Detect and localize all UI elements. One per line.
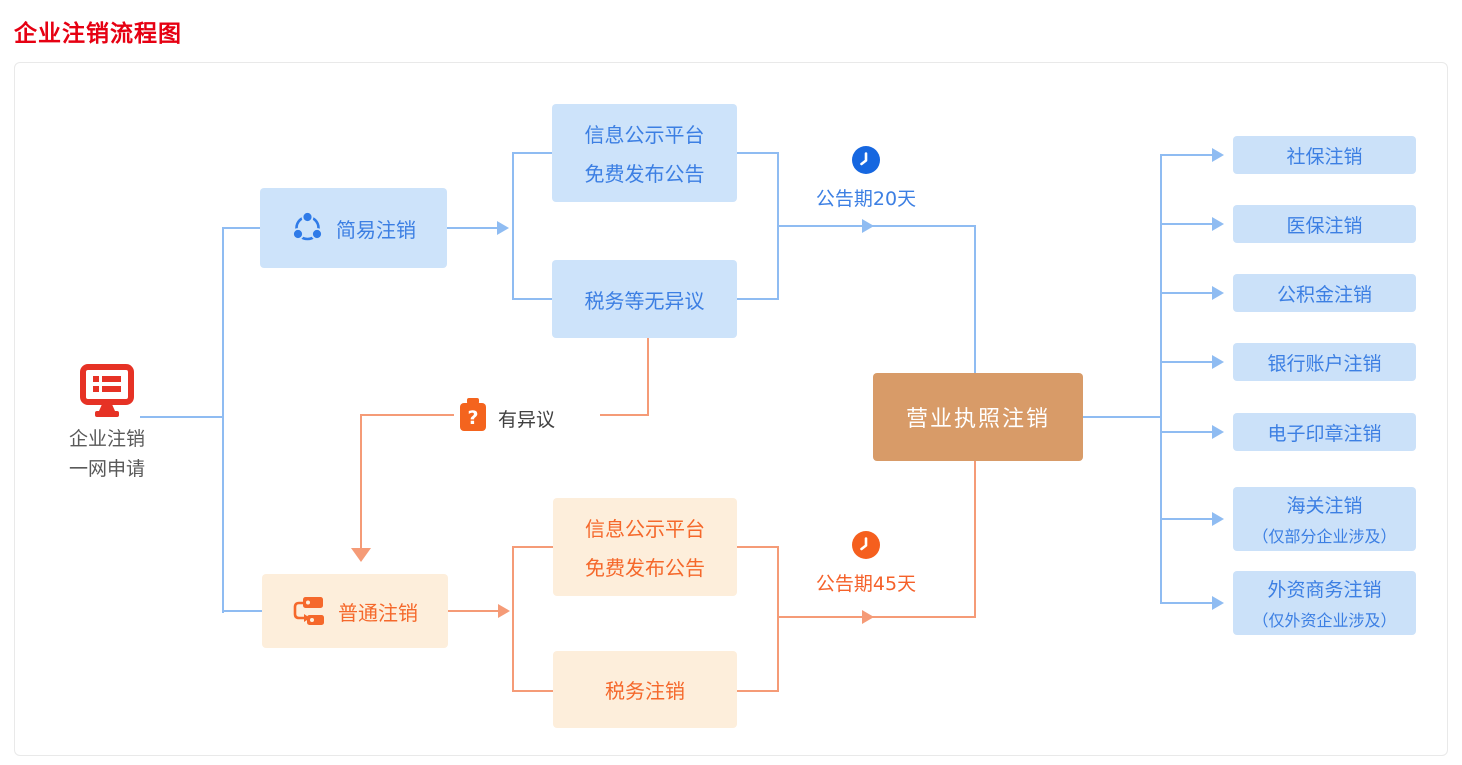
connector (447, 227, 497, 229)
arrow-right-icon (498, 604, 510, 618)
connector (512, 152, 514, 300)
connector (974, 225, 976, 373)
arrow-right-icon (1212, 425, 1224, 439)
publicity-period-20-label: 公告期20天 (815, 188, 917, 210)
connector (777, 225, 976, 227)
node-ordinary-deregistration: 普通注销 (262, 574, 448, 648)
node-label: 普通注销 (338, 600, 418, 625)
arrow-right-icon (1212, 286, 1224, 300)
start-label-line2: 一网申请 (68, 458, 145, 481)
objection-label: 有异议 (498, 409, 556, 431)
node-label-line1: 信息公示平台 (585, 517, 705, 541)
node-note: （仅部分企业涉及） (1252, 527, 1397, 546)
arrow-right-icon (1212, 217, 1224, 231)
node-label: 税务注销 (605, 679, 685, 703)
node-tax-no-objection: 税务等无异议 (552, 260, 737, 338)
node-business-license-deregistration: 营业执照注销 (873, 373, 1083, 461)
node-label-line2: 免费发布公告 (584, 162, 705, 186)
node-social-insurance: 社保注销 (1233, 136, 1416, 174)
connector (777, 616, 976, 618)
node-label: 医保注销 (1286, 214, 1363, 237)
clock-icon (852, 146, 880, 178)
arrow-down-icon (351, 548, 371, 562)
workflow-icon (292, 594, 326, 628)
svg-text:?: ? (467, 407, 478, 429)
connector (222, 610, 262, 612)
share-nodes-icon (291, 212, 324, 244)
connector (360, 414, 454, 416)
node-customs: 海关注销 （仅部分企业涉及） (1233, 487, 1416, 551)
connector (1160, 518, 1212, 520)
node-publicity-platform-simple: 信息公示平台 免费发布公告 (552, 104, 737, 202)
connector (512, 152, 552, 154)
node-label: 银行账户注销 (1267, 352, 1382, 375)
page-title: 企业注销流程图 (14, 21, 182, 47)
clock-icon (852, 531, 880, 563)
connector (1160, 361, 1212, 363)
arrow-right-icon (1212, 596, 1224, 610)
node-label: 简易注销 (336, 217, 416, 242)
connector (1160, 431, 1212, 433)
node-note: （仅外资企业涉及） (1252, 611, 1397, 630)
connector (737, 690, 779, 692)
node-label: 外资商务注销 (1267, 579, 1382, 601)
node-label: 社保注销 (1286, 145, 1363, 168)
connector (512, 546, 514, 692)
node-foreign-commerce: 外资商务注销 （仅外资企业涉及） (1233, 571, 1416, 635)
connector (1160, 154, 1212, 156)
node-label: 海关注销 (1286, 495, 1363, 517)
connector (360, 414, 362, 549)
arrow-right-icon (1212, 148, 1224, 162)
connector (222, 227, 260, 229)
connector (512, 298, 552, 300)
node-label: 税务等无异议 (584, 288, 705, 313)
start-label-line1: 企业注销 (68, 428, 145, 450)
connector (140, 416, 222, 418)
connector (1160, 223, 1212, 225)
connector (1160, 292, 1212, 294)
arrow-right-icon (862, 219, 874, 233)
node-label: 公积金注销 (1276, 283, 1372, 306)
monitor-list-icon (78, 361, 136, 423)
connector (512, 690, 553, 692)
connector (448, 610, 498, 612)
connector (1160, 154, 1162, 604)
node-electronic-seal: 电子印章注销 (1233, 413, 1416, 451)
arrow-right-icon (1212, 355, 1224, 369)
node-label: 营业执照注销 (905, 407, 1050, 432)
node-medical-insurance: 医保注销 (1233, 205, 1416, 243)
arrow-right-icon (497, 221, 509, 235)
node-bank-account: 银行账户注销 (1233, 343, 1416, 381)
connector (647, 338, 649, 416)
publicity-period-45-label: 公告期45天 (815, 573, 917, 595)
connector (737, 298, 779, 300)
node-label-line1: 信息公示平台 (584, 123, 705, 147)
node-label: 电子印章注销 (1267, 422, 1382, 445)
connector (1160, 602, 1212, 604)
arrow-right-icon (1212, 512, 1224, 526)
connector (777, 546, 779, 692)
connector (737, 152, 779, 154)
connector (1083, 416, 1162, 418)
node-simple-deregistration: 简易注销 (260, 188, 447, 268)
connector (222, 227, 224, 613)
question-clipboard-icon: ? (458, 398, 488, 436)
connector (512, 546, 553, 548)
connector (737, 546, 779, 548)
connector (600, 414, 649, 416)
arrow-right-icon (862, 610, 874, 624)
node-tax-deregistration: 税务注销 (553, 651, 737, 728)
node-publicity-platform-ordinary: 信息公示平台 免费发布公告 (553, 498, 737, 596)
node-label-line2: 免费发布公告 (585, 556, 705, 580)
start-node-label: 企业注销 一网申请 (45, 424, 169, 485)
node-housing-fund: 公积金注销 (1233, 274, 1416, 312)
connector (974, 461, 976, 618)
